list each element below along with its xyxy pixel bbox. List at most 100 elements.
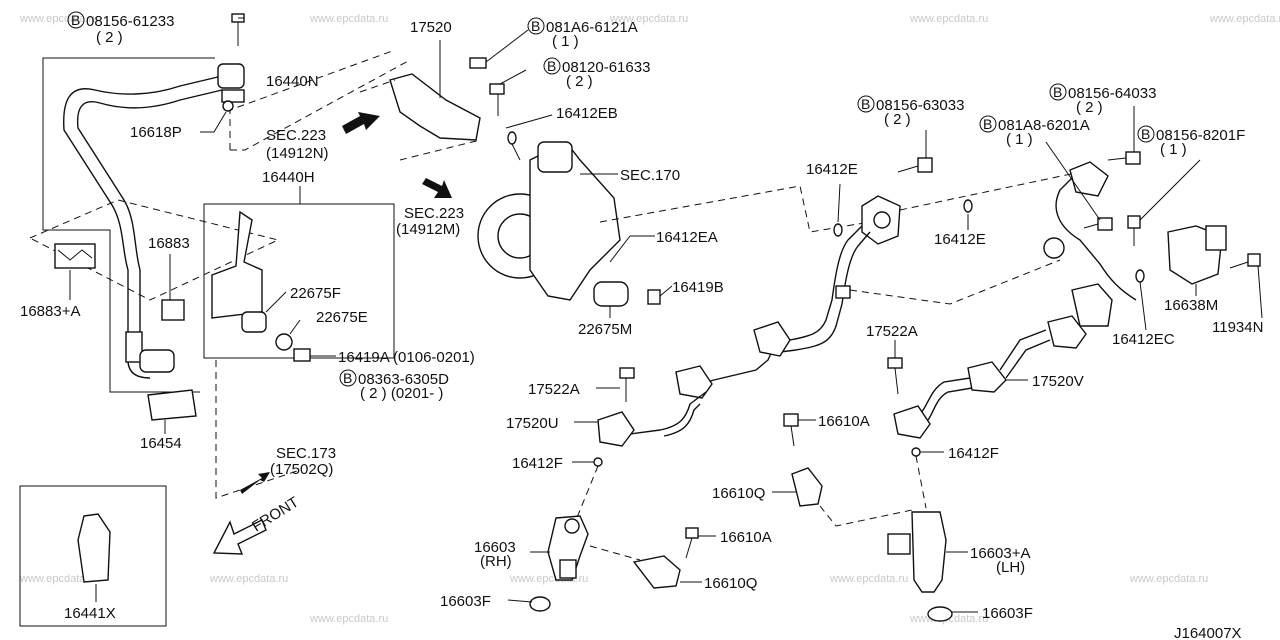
fuel-pump-group [342,29,871,318]
washer-22675E [275,333,293,351]
watermark: www.epcdata.ru [19,13,98,25]
right-fuel-rail-group [833,106,1263,331]
bolt-symbol-icon [527,17,545,35]
bolt-shank [1229,261,1249,269]
rail-flange [675,365,713,399]
part-label: 081A8-6201A [998,117,1090,134]
fuel-pipe [1055,171,1137,301]
part-label: 17520V [1032,373,1084,390]
part-qty: ( 2 ) [884,111,911,128]
part-label: 17520U [506,415,559,432]
pipe-clip [835,285,851,299]
leader-line [200,111,227,133]
clip-16454 [147,389,197,421]
clip-16441X [77,513,111,583]
section-label: SEC.173 [276,445,336,462]
damper-port [873,211,891,229]
section-sub-label: (14912N) [266,145,329,162]
part-label: 16412EB [556,105,618,122]
part-label: 16412E [806,161,858,178]
bolt-17522A [619,367,635,379]
dashed-guide [899,169,1091,211]
bolt-08156-64033 [1125,151,1141,165]
part-label: 16454 [140,435,182,452]
dashed-guide [599,185,871,233]
bolt-symbol-icon [1049,83,1067,101]
bolt-shank [685,537,693,559]
bolt-shank [790,425,795,447]
hose-clamp [125,331,143,363]
bolt-symbol-icon [857,95,875,113]
leader-line [1045,141,1101,221]
diagram-id: J164007X [1174,625,1242,640]
label-layer: B 08156-61233 ( 2 ) 16440N 16618P SEC.22… [20,11,1263,640]
part-label: 22675M [578,321,632,338]
part-label: 16412F [512,455,563,472]
part-qty: ( 2 ) [1076,99,1103,116]
bolt-081A6 [469,57,487,69]
part-label: 16883+A [20,303,80,320]
part-label: 16441X [64,605,116,622]
fuel-pipe-lower-outline [927,387,973,421]
bolt-symbol: B [1141,126,1150,142]
rail-block-17520U [597,411,635,447]
rail-flange [753,321,791,357]
section-label: SEC.170 [620,167,680,184]
injector-16603A [911,511,947,593]
fuel-hose-outline [76,89,223,360]
leader-line [289,319,301,335]
part-label: 16412EA [656,229,718,246]
part-label: 08156-63033 [876,97,964,114]
dashed-guide [230,59,411,151]
rail-flange [1047,315,1087,349]
leader-line [485,29,529,63]
dashed-guide [819,505,913,527]
group-bracket [42,57,200,393]
fuel-pipe-17520U-outline [663,403,701,437]
watermark: www.epcdata.ru [209,573,288,585]
dashed-guide [399,139,481,161]
part-qty: ( 1 ) [1160,141,1187,158]
arrow-sec223-b [422,178,452,198]
arrow-sec173 [240,472,270,494]
injector-top [564,518,580,534]
bracket-17520 [389,73,481,141]
fuel-pipe-17520U [629,391,707,435]
part-label: 17522A [528,381,580,398]
injector-group [507,225,1087,622]
part-label: 081A6-6121A [546,19,638,36]
part-label: 16610Q [704,575,757,592]
bolt-08120 [489,83,505,95]
bushing-22675F [241,311,267,333]
part-label: 11934N [1212,319,1263,336]
bolt-16610A-bottom [685,527,699,539]
section-label: SEC.223 [266,127,326,144]
bolt-symbol: B [861,96,870,112]
dashed-guide [359,79,396,93]
leader-line [609,235,631,263]
part-label: 16618P [130,124,182,141]
bolt-17522A-right [887,357,903,369]
injector-connector [559,559,577,579]
part-qty: ( 2 ) [566,73,593,90]
bolt-shank [894,367,899,395]
part-label: 08120-61633 [562,59,650,76]
leader-line [507,599,533,603]
bushing-22675M [593,281,629,307]
seal-16603F [529,596,551,612]
bolt-symbol-icon [543,57,561,75]
watermark: www.epcdata.ru [1209,13,1280,25]
fuel-pipe-17520V [999,329,1047,371]
pipe-grommet [1043,237,1065,259]
fuel-pipe-main [699,225,863,385]
part-label: 16412F [948,445,999,462]
left-hose-group [19,13,411,627]
bracket-16440H [211,210,263,319]
dashed-guide [849,259,1061,305]
fuel-pipe-17520V-outline [1005,339,1051,379]
watermark: www.epcdata.ru [1129,573,1208,585]
front-arrow [212,519,267,555]
part-label: 16610Q [712,485,765,502]
arrow-sec223-a [342,112,380,134]
rail-block-lower [893,405,931,439]
